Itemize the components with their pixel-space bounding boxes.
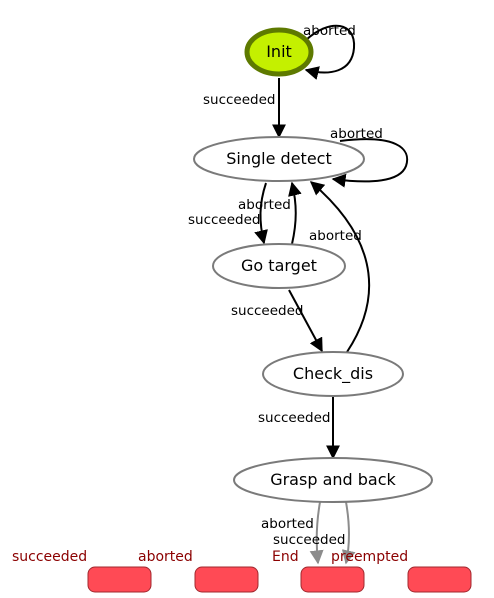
edge-label-grasp-aborted: aborted (261, 516, 314, 532)
outcome-end-label: End (272, 549, 299, 565)
outcome-end-box (300, 566, 365, 593)
edge-label-check-aborted: aborted (309, 228, 362, 244)
outcome-succeeded-label: succeeded (12, 549, 87, 565)
edge-go-target-to-single-detect (288, 181, 302, 245)
outcome-aborted-box (194, 566, 259, 593)
state-single-detect: Single detect (193, 136, 365, 182)
edge-label-single-succeeded: succeeded (188, 212, 261, 228)
edge-label-go-succeeded: succeeded (231, 303, 304, 319)
state-check-dis: Check_dis (262, 351, 404, 397)
state-grasp-and-back: Grasp and back (233, 457, 433, 503)
edge-label-single-aborted-self: aborted (330, 126, 383, 142)
edge-go-target-to-check-dis (288, 289, 323, 353)
edge-label-check-succeeded: succeeded (258, 410, 331, 426)
state-single-detect-label: Single detect (226, 149, 331, 168)
edge-single-detect-self-loop (331, 138, 409, 188)
edge-label-init-succeeded: succeeded (203, 92, 276, 108)
state-grasp-and-back-label: Grasp and back (270, 470, 396, 489)
edge-label-init-aborted: aborted (303, 23, 356, 39)
outcome-aborted-label: aborted (138, 549, 193, 565)
state-init-label: Init (266, 42, 292, 61)
edge-grasp-to-end-succeeded (341, 501, 356, 565)
state-check-dis-label: Check_dis (293, 364, 373, 384)
state-go-target-label: Go target (241, 256, 317, 275)
state-go-target: Go target (212, 243, 346, 289)
outcome-preempted-label: preempted (331, 549, 408, 565)
edge-init-self-loop (304, 24, 356, 80)
state-init: Init (244, 27, 314, 77)
edge-single-detect-to-go-target (254, 182, 268, 245)
outcome-succeeded-box (87, 566, 152, 593)
edge-check-dis-to-single-detect (309, 181, 371, 353)
edge-label-go-aborted: aborted (238, 197, 291, 213)
edge-grasp-to-end-aborted (309, 501, 324, 565)
edge-label-grasp-succeeded: succeeded (273, 532, 346, 548)
outcome-preempted-box (407, 566, 472, 593)
